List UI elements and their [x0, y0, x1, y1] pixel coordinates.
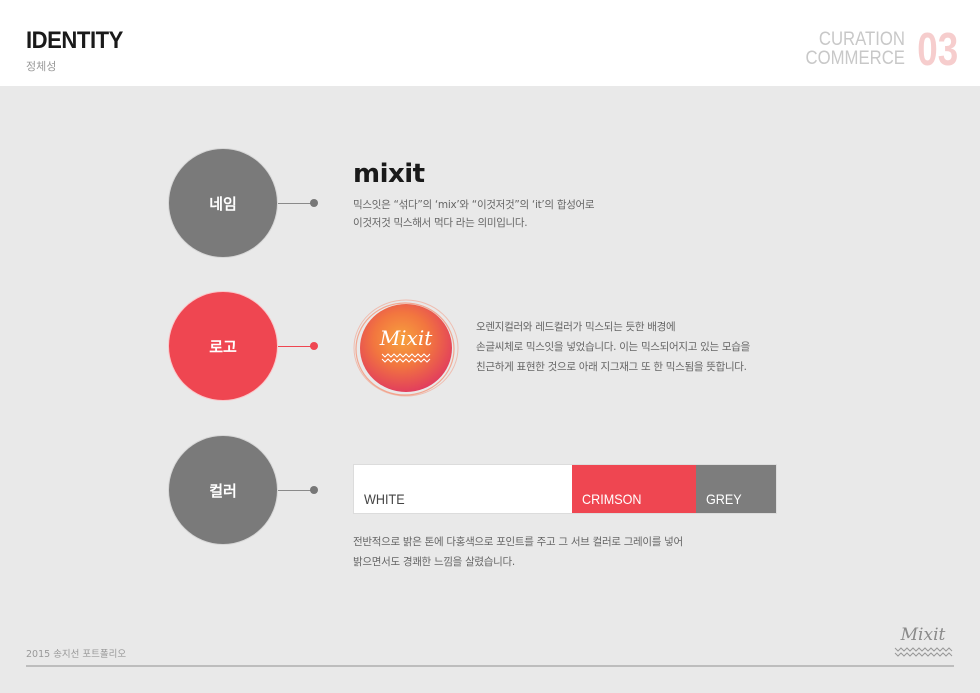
logo-description: 오렌지컬러와 레드컬러가 믹스되는 듯한 배경에 손글씨체로 믹스잇을 넣었습니… — [476, 317, 750, 377]
color-description: 전반적으로 밝은 톤에 다홍색으로 포인트를 주고 그 서브 컬러로 그레이를 … — [353, 532, 683, 572]
color-description-line: 밝으면서도 경쾌한 느낌을 살렸습니다. — [353, 556, 515, 568]
svg-text:Mixit: Mixit — [379, 326, 434, 350]
swatch-white-label: WHITE — [364, 491, 405, 507]
swatch-crimson: CRIMSON — [572, 465, 696, 513]
logo-circle: 로고 — [168, 291, 278, 401]
color-description-line: 전반적으로 밝은 톤에 다홍색으로 포인트를 주고 그 서브 컬러로 그레이를 … — [353, 536, 683, 548]
page-header: IDENTITY 정체성 CURATION COMMERCE 03 — [0, 0, 980, 86]
swatch-crimson-label: CRIMSON — [582, 491, 642, 507]
name-description-line: 믹스잇은 “섞다”의 ‘mix’와 “이것저것”의 ‘it’의 합성어로 — [353, 199, 595, 211]
mixit-logo-image: Mixit — [352, 298, 460, 398]
footer-mixit-logo-icon: Mixit — [893, 620, 953, 660]
color-connector-dot — [310, 486, 318, 494]
swatch-grey: GREY — [696, 465, 776, 513]
brand-name-heading: mixit — [353, 159, 425, 189]
name-description-line: 이것저것 믹스해서 먹다 라는 의미입니다. — [353, 217, 528, 229]
color-connector-line — [278, 490, 312, 491]
logo-circle-label: 로고 — [209, 337, 237, 356]
section-brand: CURATION COMMERCE — [806, 30, 905, 68]
brand-line-2: COMMERCE — [805, 48, 905, 69]
name-circle: 네임 — [168, 148, 278, 258]
page-title: IDENTITY — [26, 27, 123, 54]
logo-description-line: 친근하게 표현한 것으로 아래 지그재그 또 한 믹스됨을 뜻합니다. — [476, 361, 747, 373]
logo-connector-line — [278, 346, 312, 347]
name-connector-line — [278, 203, 312, 204]
name-circle-label: 네임 — [209, 194, 237, 213]
color-palette: WHITE CRIMSON GREY — [353, 464, 777, 514]
brand-line-1: CURATION — [818, 29, 905, 50]
watercolor-logo-icon: Mixit — [353, 299, 459, 397]
name-description: 믹스잇은 “섞다”의 ‘mix’와 “이것저것”의 ‘it’의 합성어로 이것저… — [353, 196, 595, 232]
page-subtitle: 정체성 — [26, 60, 57, 73]
svg-text:Mixit: Mixit — [900, 625, 946, 645]
swatch-white: WHITE — [354, 465, 572, 513]
name-connector-dot — [310, 199, 318, 207]
footer-divider — [26, 665, 954, 667]
swatch-grey-label: GREY — [706, 491, 742, 507]
color-circle-label: 컬러 — [209, 481, 237, 500]
logo-description-line: 오렌지컬러와 레드컬러가 믹스되는 듯한 배경에 — [476, 321, 676, 333]
logo-description-line: 손글씨체로 믹스잇을 넣었습니다. 이는 믹스되어지고 있는 모습을 — [476, 341, 750, 353]
page-number: 03 — [917, 23, 958, 75]
footer-caption: 2015 송지선 포트폴리오 — [26, 649, 127, 660]
color-circle: 컬러 — [168, 435, 278, 545]
logo-connector-dot — [310, 342, 318, 350]
